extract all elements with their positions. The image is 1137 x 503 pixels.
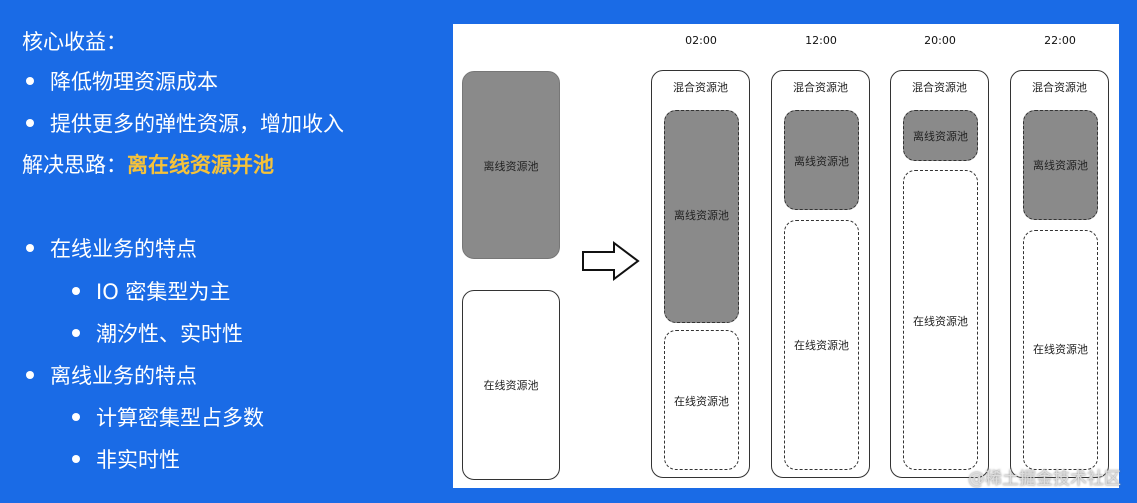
bullet-icon — [72, 287, 80, 295]
bullet-icon — [72, 455, 80, 463]
time-label: 12:00 — [805, 34, 837, 47]
bullet-icon — [72, 413, 80, 421]
offline-title: 离线业务的特点 — [26, 362, 197, 390]
before-online-pool: 在线资源池 — [462, 290, 560, 480]
benefit-item: 提供更多的弹性资源，增加收入 — [26, 110, 344, 138]
online-title: 在线业务的特点 — [26, 235, 197, 263]
time-label: 02:00 — [685, 34, 717, 47]
online-point: IO 密集型为主 — [72, 278, 230, 306]
solution-line: 解决思路：离在线资源并池 — [22, 153, 274, 177]
time-label: 20:00 — [924, 34, 956, 47]
online-point: 潮汐性、实时性 — [72, 320, 243, 348]
arrow-right-icon — [582, 241, 640, 281]
solution-highlight: 离在线资源并池 — [127, 153, 274, 177]
offline-pool: 离线资源池 — [903, 110, 978, 161]
time-label: 22:00 — [1044, 34, 1076, 47]
online-pool: 在线资源池 — [784, 220, 859, 470]
before-offline-pool: 离线资源池 — [462, 71, 560, 259]
offline-pool: 离线资源池 — [784, 110, 859, 210]
bullet-icon — [26, 77, 34, 85]
bullet-icon — [26, 119, 34, 127]
online-pool: 在线资源池 — [1023, 230, 1098, 470]
text-panel: 核心收益： 降低物理资源成本 提供更多的弹性资源，增加收入 解决思路：离在线资源… — [0, 0, 450, 503]
offline-point: 计算密集型占多数 — [72, 404, 264, 432]
offline-pool: 离线资源池 — [1023, 110, 1098, 220]
watermark: @稀土掘金技术社区 — [968, 469, 1121, 489]
bullet-icon — [26, 371, 34, 379]
resource-pool-diagram: 离线资源池 在线资源池 02:00 混合资源池 离线资源池 在线资源池 12:0… — [453, 24, 1119, 488]
offline-pool: 离线资源池 — [664, 110, 739, 323]
bullet-icon — [72, 329, 80, 337]
online-pool: 在线资源池 — [903, 170, 978, 470]
bullet-icon — [26, 244, 34, 252]
benefits-heading: 核心收益： — [22, 30, 127, 54]
online-pool: 在线资源池 — [664, 330, 739, 470]
offline-point: 非实时性 — [72, 446, 180, 474]
benefit-item: 降低物理资源成本 — [26, 68, 218, 96]
